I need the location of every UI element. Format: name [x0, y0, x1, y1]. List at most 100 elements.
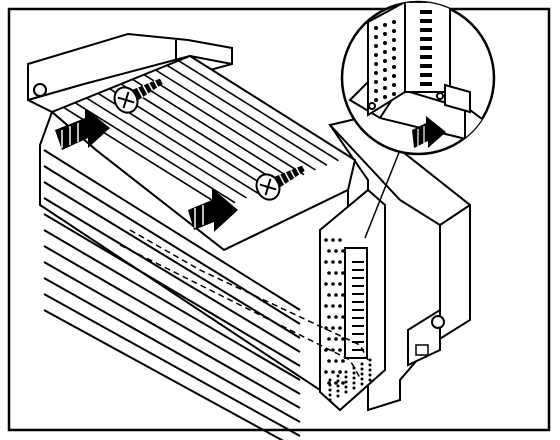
top-fin-line — [143, 73, 305, 176]
detail-callout — [340, 0, 496, 156]
perforation-dot — [338, 304, 342, 308]
perforation-dot — [344, 390, 348, 394]
perforation-dot — [327, 359, 331, 363]
top-fin-line — [74, 101, 236, 204]
perforation-dot — [328, 388, 332, 392]
callout-perforation-dot — [392, 56, 396, 60]
top-fin-line — [155, 69, 316, 171]
heatsink-fin-line — [43, 277, 301, 423]
perforation-dot — [324, 282, 328, 286]
perforation-dot — [368, 373, 372, 377]
heatsink-fin-line — [43, 149, 301, 311]
perforation-dot — [336, 389, 340, 393]
perforation-dot — [331, 370, 335, 374]
perforation-dot — [341, 337, 345, 341]
callout-perforation-dot — [392, 38, 396, 42]
callout-perforation-dot — [374, 26, 378, 30]
perforation-dot — [331, 260, 335, 264]
perforation-dot — [331, 348, 335, 352]
top-fin-line — [120, 83, 282, 185]
perforation-dot — [352, 381, 356, 385]
perforation-dot — [327, 249, 331, 253]
perforation-dot — [334, 381, 338, 385]
perforation-dot — [327, 293, 331, 297]
perforation-dot — [331, 326, 335, 330]
perforation-dot — [360, 382, 364, 386]
callout-perforation-dot — [374, 44, 378, 48]
top-fin-line — [86, 97, 247, 199]
perforation-dot — [341, 249, 345, 253]
top-fin-line — [166, 64, 328, 167]
perforation-dot — [336, 379, 340, 383]
perforation-dot — [327, 337, 331, 341]
perforation-dot — [338, 238, 342, 242]
perforation-dot — [344, 380, 348, 384]
perforation-dot — [334, 271, 338, 275]
perforation-dot — [368, 358, 372, 362]
hidden-wiring-line — [129, 229, 369, 361]
heatsink-fin-line — [43, 293, 301, 437]
callout-perforation-dot — [392, 65, 396, 69]
perforation-dot — [328, 398, 332, 402]
perforation-dot — [328, 378, 332, 382]
perforation-dot — [324, 260, 328, 264]
perforation-dot — [338, 282, 342, 286]
connector-pins — [352, 261, 364, 351]
perforation-dot — [341, 293, 345, 297]
callout-perforation-dot — [392, 74, 396, 78]
perforation-dot — [336, 374, 340, 378]
perforation-dot — [334, 315, 338, 319]
perforation-dot — [338, 260, 342, 264]
callout-perforation-dot — [374, 80, 378, 84]
perforation-dot — [331, 238, 335, 242]
callout-perforation-dot — [383, 59, 387, 63]
perforation-dot — [368, 363, 372, 367]
callout-perforation-dot — [374, 71, 378, 75]
perforation-dot — [341, 271, 345, 275]
perforation-dot — [327, 315, 331, 319]
perforation-dot — [341, 359, 345, 363]
callout-slot — [420, 82, 432, 86]
perforation-dot — [360, 377, 364, 381]
callout-slot — [420, 64, 432, 68]
arrow-insert-left — [55, 108, 110, 150]
heatsink-fin-line — [43, 245, 301, 395]
bracket-slot — [415, 344, 429, 356]
perforation-dot — [324, 304, 328, 308]
top-fin-line — [132, 78, 293, 181]
callout-slot — [420, 19, 432, 23]
callout-slot — [420, 55, 432, 59]
callout-perforation-dot — [392, 20, 396, 24]
callout-leader-line — [364, 149, 401, 239]
perforation-dot — [334, 249, 338, 253]
callout-perforation-dot — [383, 77, 387, 81]
callout-perforation-dot — [374, 89, 378, 93]
screw-right — [255, 165, 305, 201]
perforation-dot — [360, 372, 364, 376]
callout-perforation-dot — [374, 35, 378, 39]
perforation-dot — [352, 371, 356, 375]
perforation-dot — [341, 381, 345, 385]
perforation-dot — [338, 348, 342, 352]
perforation-dot — [352, 386, 356, 390]
screw-left — [113, 78, 163, 114]
heatsink-fin-line — [43, 181, 301, 339]
callout-slot — [420, 37, 432, 41]
heatsink-fin-line — [43, 213, 301, 367]
figure-border — [7, 7, 551, 432]
callout-perforation-dot — [374, 98, 378, 102]
callout-perforation-dot — [392, 47, 396, 51]
callout-perforation-dot — [392, 29, 396, 33]
arrow-insert-center — [188, 188, 238, 232]
callout-perforation-dot — [383, 86, 387, 90]
heatsink-fin-line — [43, 229, 301, 381]
perforation-dot — [336, 394, 340, 398]
perforation-dot — [368, 378, 372, 382]
callout-slot — [420, 73, 432, 77]
perforation-dot — [338, 370, 342, 374]
top-fin-line — [178, 59, 339, 162]
callout-perforation-dot — [383, 41, 387, 45]
heatsink-fins — [43, 149, 301, 440]
